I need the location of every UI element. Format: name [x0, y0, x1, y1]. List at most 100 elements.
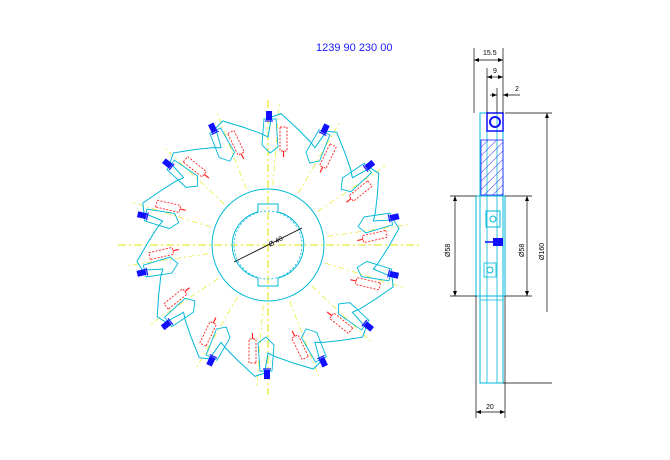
insert-seat	[387, 214, 391, 223]
insert-pockets	[136, 111, 400, 379]
insert-seat	[211, 130, 219, 136]
side-view-dimensions	[450, 48, 552, 418]
dimension-arrows	[453, 58, 549, 414]
cutting-insert	[161, 158, 173, 169]
insert-pocket	[291, 328, 328, 368]
insert-pocket	[208, 122, 245, 162]
top-cartridge-screw	[489, 116, 501, 128]
clamp-screw-tip	[350, 279, 357, 282]
cartridge-outline	[357, 212, 394, 234]
insert-pocket	[340, 159, 376, 203]
front-view: Ø 40	[118, 100, 420, 395]
cartridge-outline	[261, 118, 279, 154]
insert-seat	[387, 269, 391, 278]
cutting-insert	[389, 213, 400, 222]
clamp-screw	[182, 155, 207, 178]
radial-centerline	[298, 122, 340, 194]
bore-diameter-leader	[233, 227, 303, 263]
cutting-insert	[160, 319, 172, 331]
insert-seat	[317, 354, 325, 360]
clamp-screw	[348, 180, 373, 202]
lower-key	[483, 262, 497, 278]
dim-inner-width: 9	[493, 68, 497, 75]
clamp-screw	[291, 334, 309, 361]
insert-seat	[145, 267, 149, 276]
hub-clamp-screw	[489, 215, 497, 223]
insert-pocket	[248, 333, 275, 379]
clamp-screw-tip	[179, 208, 186, 211]
insert-pocket	[326, 302, 375, 335]
insert-seat	[362, 164, 369, 172]
clamp-screw	[361, 229, 388, 244]
insert-pocket	[305, 123, 337, 173]
insert-seat	[145, 212, 149, 221]
insert-seat	[167, 318, 174, 326]
cutting-insert	[136, 268, 147, 277]
cartridge-outline	[337, 302, 370, 331]
cartridge-outline	[205, 326, 231, 361]
bore-with-keyways	[231, 203, 305, 287]
cutting-insert	[206, 355, 216, 367]
cutting-insert	[388, 270, 400, 279]
cutting-insert	[264, 370, 270, 379]
clamp-screw-tip	[240, 153, 245, 160]
clamp-screw-tip	[326, 311, 333, 317]
insert-pocket	[136, 246, 179, 278]
dim-offset: 2	[515, 86, 519, 93]
hub-circle	[211, 188, 325, 302]
cutting-insert	[266, 111, 272, 120]
insert-pocket	[136, 199, 186, 230]
cutting-insert	[318, 356, 328, 368]
hatched-section	[480, 139, 504, 196]
radial-centerline	[196, 296, 238, 368]
cartridge-outline	[356, 260, 393, 282]
insert-pocket	[160, 287, 196, 331]
insert-pocket	[350, 260, 400, 291]
clamp-screw-tip	[212, 317, 217, 324]
hub-clamp	[485, 210, 501, 228]
cartridge-outline	[143, 208, 180, 230]
dim-hub-diameter-left: Ø58	[445, 244, 452, 257]
insert-pocket	[161, 155, 210, 188]
cartridge-outline	[340, 162, 373, 193]
top-cartridge	[486, 112, 504, 132]
lower-screw	[486, 266, 494, 274]
cartridge-outline	[209, 127, 236, 162]
side-view: 15.5 9 2 Ø58 Ø58 Ø160 20	[445, 48, 552, 418]
hub-insert	[493, 238, 503, 246]
dim-top-width: 15.5	[483, 50, 497, 57]
cartridge-outline	[166, 159, 199, 188]
insert-pocket	[357, 212, 400, 244]
clamp-screw	[227, 129, 245, 156]
cartridge-outline	[300, 328, 327, 363]
clamp-screw	[279, 126, 288, 152]
insert-seat	[209, 354, 218, 359]
insert-seat	[318, 131, 327, 136]
insert-pocket	[199, 317, 231, 367]
clamp-screw	[148, 246, 175, 261]
insert-seat	[168, 163, 175, 171]
hub-section	[475, 195, 506, 297]
clamp-screw	[354, 277, 381, 291]
cutting-insert	[363, 321, 375, 332]
clamp-screw	[318, 143, 337, 170]
cutting-insert	[136, 211, 148, 220]
clamp-screw-tip	[203, 173, 210, 179]
clamp-screw	[155, 199, 182, 213]
part-number: 1239 90 230 00	[316, 42, 393, 54]
cutting-insert	[320, 123, 330, 135]
cartridge-outline	[305, 129, 331, 164]
clamp-screw-tip	[172, 248, 179, 252]
cutter-outer-profile	[136, 113, 400, 377]
clamp-screw	[199, 320, 218, 347]
insert-seat	[361, 319, 368, 327]
clamp-screw-tip	[319, 166, 324, 173]
dim-outer-diameter: Ø160	[539, 243, 546, 260]
clamp-screw	[163, 288, 188, 310]
cutting-insert	[208, 122, 218, 134]
bore-diameter-label: Ø 40	[268, 235, 285, 248]
dim-hub-diameter-right: Ø58	[519, 244, 526, 257]
cartridge-outline	[142, 256, 179, 278]
clamp-screw-tip	[184, 287, 190, 292]
